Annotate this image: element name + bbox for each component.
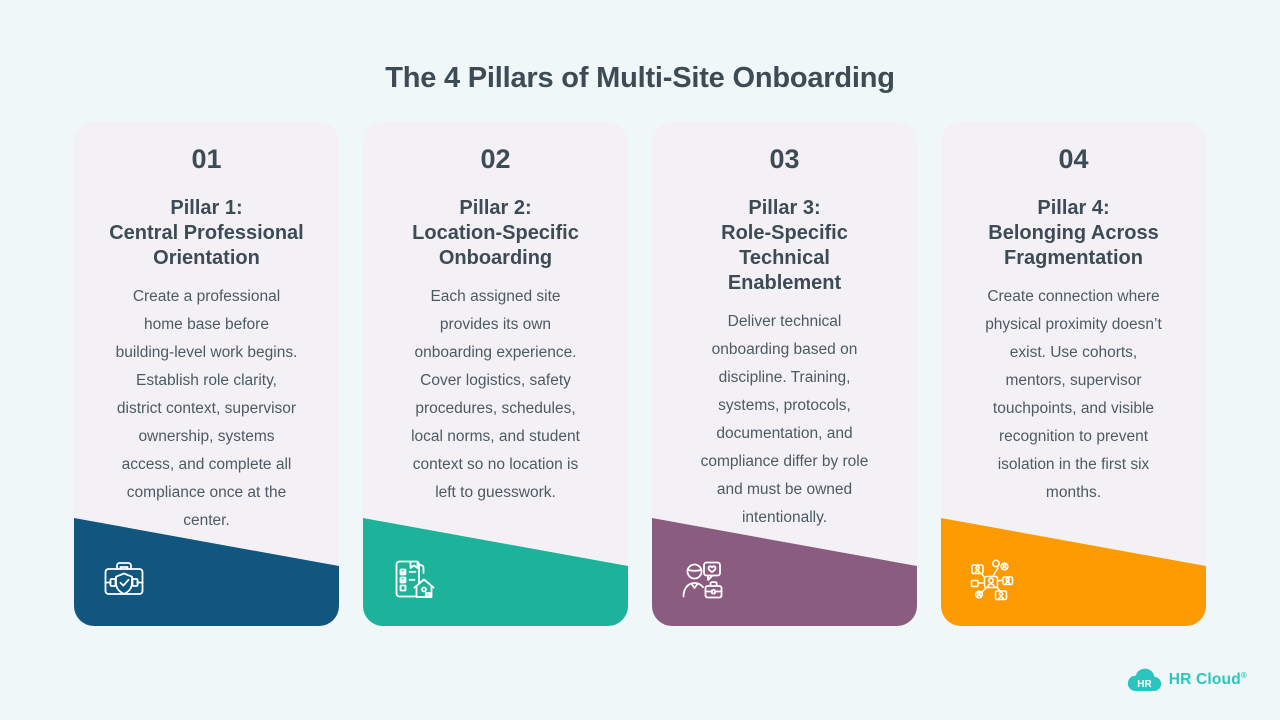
accent-band <box>941 518 1206 626</box>
briefcase-shield-check-icon <box>100 556 148 604</box>
pillar-cards: 01 Pillar 1: Central Professional Orient… <box>74 122 1206 626</box>
pillar-card-2: 02 Pillar 2: Location-Specific Onboardin… <box>363 122 628 626</box>
checklist-house-icon <box>389 556 437 604</box>
logo-badge-text: HR <box>1137 679 1151 690</box>
pillar-description: Deliver technical onboarding based on di… <box>700 313 869 526</box>
pillar-title: Pillar 3: Role-Specific Technical Enable… <box>721 197 848 294</box>
pillar-card-4: 04 Pillar 4: Belonging Across Fragmentat… <box>941 122 1206 626</box>
pillar-title: Pillar 4: Belonging Across Fragmentation <box>988 197 1159 269</box>
logo-text: HR Cloud® <box>1168 671 1247 689</box>
pillar-description: Create connection where physical proximi… <box>985 288 1162 501</box>
hr-cloud-logo: HR HR Cloud® <box>1125 667 1247 694</box>
pillar-number: 01 <box>191 144 222 174</box>
registered-mark: ® <box>1240 671 1247 681</box>
pillar-description: Create a professional home base before b… <box>115 288 298 529</box>
person-chat-briefcase-icon <box>678 556 726 604</box>
accent-band <box>652 518 917 626</box>
pillar-number: 03 <box>769 144 800 174</box>
pillar-description: Each assigned site provides its own onbo… <box>411 288 580 501</box>
page-title: The 4 Pillars of Multi-Site Onboarding <box>385 62 895 94</box>
pillar-title: Pillar 1: Central Professional Orientati… <box>109 197 304 269</box>
pillar-card-3: 03 Pillar 3: Role-Specific Technical Ena… <box>652 122 917 626</box>
hr-cloud-badge-icon: HR <box>1127 668 1161 691</box>
pillar-title: Pillar 2: Location-Specific Onboarding <box>412 197 579 269</box>
pillar-number: 02 <box>480 144 511 174</box>
pillar-card-1: 01 Pillar 1: Central Professional Orient… <box>74 122 339 626</box>
pillar-number: 04 <box>1058 144 1089 174</box>
accent-band <box>363 518 628 626</box>
people-network-icon <box>967 556 1015 604</box>
